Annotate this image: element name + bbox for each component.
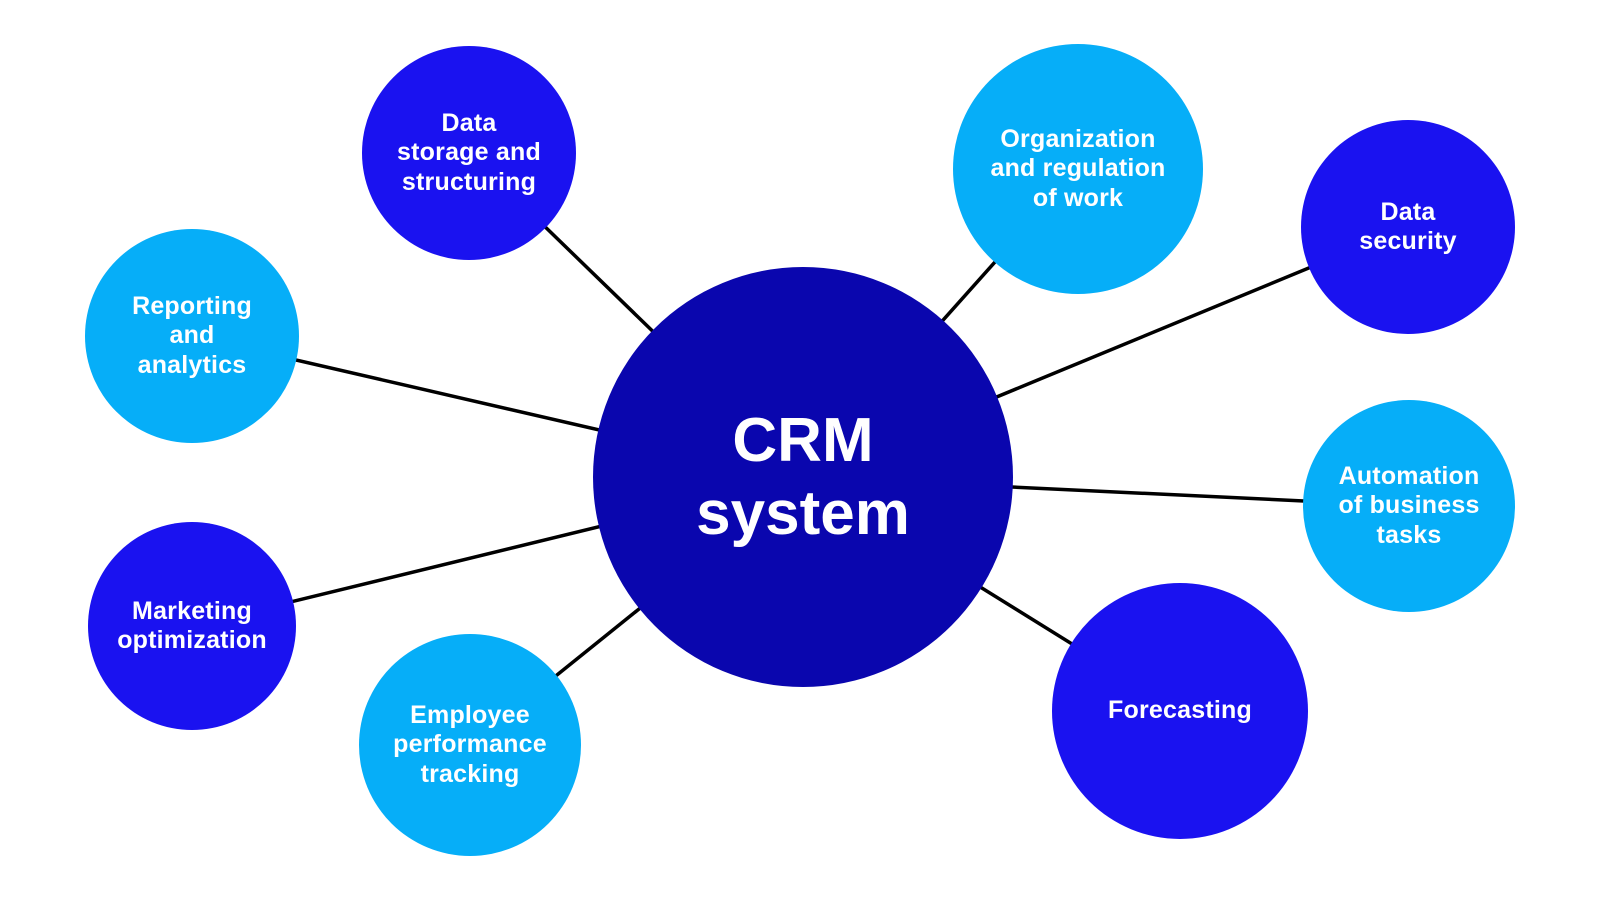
node-data-storage-and-structuring: Data storage and structuring: [362, 46, 576, 260]
node-reporting-and-analytics: Reporting and analytics: [85, 229, 299, 443]
node-data-security: Data security: [1301, 120, 1515, 334]
node-marketing-optimization: Marketing optimization: [88, 522, 296, 730]
node-data-storage-and-structuring-label: Data storage and structuring: [397, 109, 541, 196]
node-reporting-and-analytics-label: Reporting and analytics: [132, 292, 252, 379]
node-employee-performance-tracking: Employee performance tracking: [359, 634, 581, 856]
node-organization-and-regulation-of-work-label: Organization and regulation of work: [990, 125, 1166, 212]
node-data-security-label: Data security: [1359, 197, 1457, 255]
node-employee-performance-tracking-label: Employee performance tracking: [393, 701, 547, 788]
node-organization-and-regulation-of-work: Organization and regulation of work: [953, 44, 1203, 294]
node-automation-of-business-tasks-label: Automation of business tasks: [1338, 462, 1480, 549]
node-forecasting: Forecasting: [1052, 583, 1308, 839]
node-automation-of-business-tasks: Automation of business tasks: [1303, 400, 1515, 612]
node-marketing-optimization-label: Marketing optimization: [117, 596, 267, 654]
node-crm-system: CRM system: [593, 267, 1013, 687]
node-crm-system-label: CRM system: [696, 405, 910, 548]
node-forecasting-label: Forecasting: [1108, 696, 1252, 725]
